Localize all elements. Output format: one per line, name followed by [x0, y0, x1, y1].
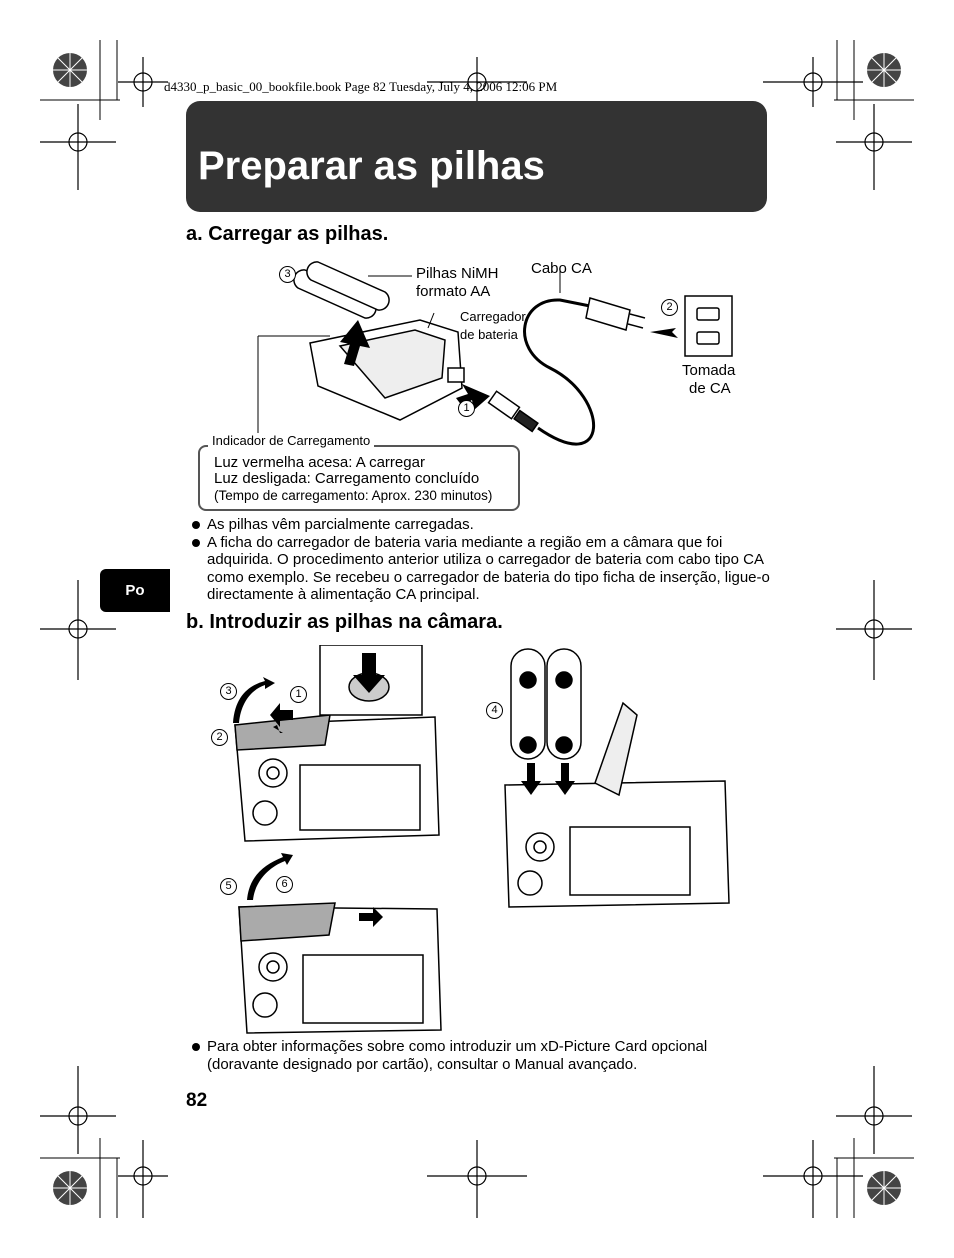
- charger-label-2: de bateria: [460, 327, 518, 342]
- indicator-line-1: Luz vermelha acesa: A carregar: [214, 454, 425, 471]
- step-badge-b6: 6: [276, 876, 293, 893]
- bullet-item: A ficha do carregador de bateria varia m…: [190, 534, 770, 604]
- section-b-bullets: Para obter informações sobre como introd…: [190, 1038, 770, 1073]
- battery-down-arrow-2-icon: [555, 763, 575, 795]
- plug-arrow-icon: [650, 328, 678, 338]
- step-badge-a1: 1: [458, 400, 475, 417]
- wall-outlet-icon: [684, 295, 733, 357]
- language-tab: Po: [100, 569, 170, 612]
- camera-illustrations: [233, 645, 730, 1034]
- push-arrow-icon: [273, 725, 283, 733]
- step-badge-a3: 3: [279, 266, 296, 283]
- slide-right-arrow-icon: [359, 907, 383, 927]
- charger-illustration: [257, 261, 733, 446]
- file-meta-line: d4330_p_basic_00_bookfile.book Page 82 T…: [164, 79, 558, 94]
- indicator-line-2: Luz desligada: Carregamento concluído: [214, 470, 480, 487]
- outlet-label-1: Tomada: [682, 362, 736, 379]
- cover-open-curve-icon: [233, 677, 275, 723]
- aa-batteries-icon: [510, 648, 582, 760]
- bullet-item: Para obter informações sobre como introd…: [190, 1038, 770, 1073]
- insert-arrow-icon: [340, 320, 370, 366]
- battery-pair-icon: [293, 261, 390, 319]
- title-bar: [186, 101, 767, 212]
- dc-plug-icon: [487, 390, 539, 433]
- section-a-bullets: As pilhas vêm parcialmente carregadas. A…: [190, 516, 770, 604]
- batteries-label-2: formato AA: [416, 283, 491, 300]
- step-badge-b1: 1: [290, 686, 307, 703]
- ac-plug-icon: [585, 297, 646, 331]
- slide-left-arrow-icon: [270, 703, 293, 727]
- press-arrow-icon: [353, 653, 385, 693]
- page-number: 82: [186, 1090, 208, 1111]
- section-b-heading: b. Introduzir as pilhas na câmara.: [186, 611, 503, 633]
- cable-label: Cabo CA: [531, 260, 592, 277]
- bullet-item: As pilhas vêm parcialmente carregadas.: [190, 516, 770, 534]
- battery-down-arrow-1-icon: [521, 763, 541, 795]
- step-badge-b5: 5: [220, 878, 237, 895]
- battery-charger-icon: [309, 319, 465, 421]
- step-badge-b3: 3: [220, 683, 237, 700]
- camera-battery-insert-icon: [504, 701, 730, 908]
- charger-label-1: Carregador: [460, 309, 526, 324]
- batteries-label-1: Pilhas NiMH: [416, 265, 499, 282]
- page-title: Preparar as pilhas: [198, 144, 545, 188]
- camera-open-cover-icon: [234, 645, 440, 842]
- cover-close-curve-icon: [247, 853, 293, 900]
- step-badge-b2: 2: [211, 729, 228, 746]
- step-badge-a2: 2: [661, 299, 678, 316]
- indicator-line-3: (Tempo de carregamento: Aprox. 230 minut…: [214, 488, 493, 503]
- indicator-title: Indicador de Carregamento: [208, 433, 375, 448]
- step-badge-b4: 4: [486, 702, 503, 719]
- section-a-heading: a. Carregar as pilhas.: [186, 223, 389, 245]
- camera-close-cover-icon: [238, 902, 442, 1034]
- outlet-label-2: de CA: [689, 380, 731, 397]
